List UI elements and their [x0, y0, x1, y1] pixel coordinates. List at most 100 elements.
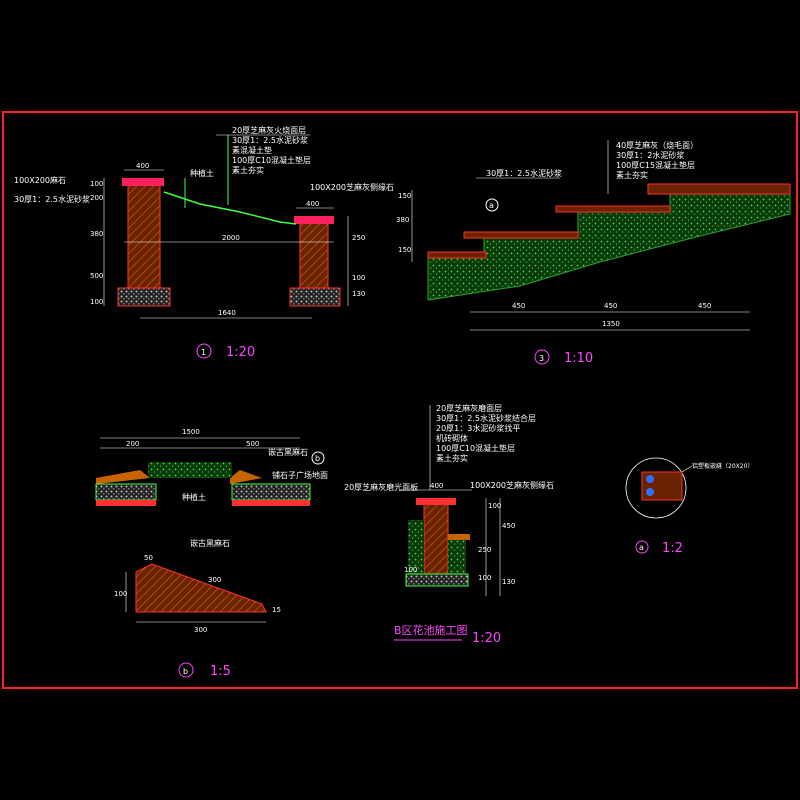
detail3-step-1: [427, 251, 487, 259]
detail-b-stone: [135, 563, 267, 613]
detail-main-scale: 1:20: [472, 631, 501, 646]
detail1-left-wall: [127, 183, 161, 289]
detail-main-edge: [448, 534, 470, 540]
detail-mid-label-1: 铺石子广场地面: [272, 470, 328, 480]
detail1-plant-label: 种植土: [190, 168, 214, 178]
detail-mid-base-right: [232, 500, 310, 506]
detail-mid-label-0: 嵌古黑麻石: [268, 447, 308, 457]
detail-b-dim-bottom: 300: [194, 626, 207, 634]
detail-main-left-label: 20厚芝麻灰磨光面板: [344, 482, 418, 492]
detail-main-dim-r4: 100: [478, 574, 491, 582]
detail3-note-2: 100厚C15混凝土垫层: [616, 160, 695, 170]
detail1-note-0: 20厚芝麻灰火烧面层: [232, 125, 306, 135]
detail-main-note-5: 素土夯实: [436, 453, 468, 463]
detail-b-scale: 1:5: [210, 664, 231, 679]
detail3-step-4: [647, 183, 791, 195]
detail3-number: 3: [539, 354, 544, 363]
detail3-number-circle: [534, 349, 550, 365]
detail-a-number-circle: [635, 540, 649, 554]
detail-main-dim-r5: 130: [502, 578, 515, 586]
detail1-right-cap: [294, 216, 334, 224]
detail1-left-cap: [122, 178, 164, 186]
detail3-dim-total: 1350: [602, 320, 620, 328]
detail1-dim-l2: 200: [90, 194, 103, 202]
detail1-note-3: 100厚C10混凝土垫层: [232, 155, 311, 165]
detail-mid-left-pavement: [95, 483, 157, 501]
detail1-dim-l3: 380: [90, 230, 103, 238]
detail1-right-base: [289, 287, 341, 307]
detail-main-dim-bottom: 100: [404, 566, 417, 574]
detail-main-note-0: 20厚芝麻灰磨面层: [436, 403, 502, 413]
detail3-note-0: 40厚芝麻灰（烧毛面）: [616, 140, 698, 150]
detail1-left-base: [117, 287, 171, 307]
detail-b-dim-slope: 300: [208, 576, 221, 584]
detail3-step-3: [555, 205, 671, 213]
detail-main-note-3: 机砖砌体: [436, 433, 468, 443]
detail-b-number-circle: [178, 662, 194, 678]
detail3-dim-h3: 150: [398, 246, 411, 254]
detail1-dim-l4: 500: [90, 272, 103, 280]
detail-main-soil-left: [408, 520, 424, 574]
detail-mid-dim-total: 1500: [182, 428, 200, 436]
detail-main-base: [405, 573, 469, 587]
detail-a-circle: [625, 457, 687, 519]
detail-1: 400 400 2000 1640 100 200 380 500 100 25…: [14, 125, 394, 360]
detail-main: 400 100 250 450 100 130 100 20厚芝麻灰磨面层 30…: [344, 403, 554, 646]
detail-mid-left-slope: [96, 470, 150, 484]
detail-main-note-4: 100厚C10混凝土垫层: [436, 443, 515, 453]
detail-3: 150 380 150 450 450 450 1350 40厚芝麻灰（烧毛面）…: [396, 140, 791, 366]
detail-main-soil-right: [448, 538, 466, 574]
detail1-left-label-1: 30厚1：2.5水泥砂浆: [14, 194, 90, 204]
detail-main-dim-r3: 450: [502, 522, 515, 530]
detail3-marker-a: [485, 198, 499, 212]
detail3-step-2: [463, 231, 579, 239]
detail-b-label: 嵌古黑麻石: [190, 538, 230, 548]
detail3-note-3: 素土夯实: [616, 170, 648, 180]
detail3-dim-h1: 150: [398, 192, 411, 200]
detail-main-title: B区花池施工图: [394, 624, 468, 637]
detail1-dim-l5: 100: [90, 298, 103, 306]
detail1-dim-span: 2000: [222, 234, 240, 242]
detail-mid-marker-b: [311, 451, 325, 465]
detail-mid-base-left: [96, 500, 156, 506]
detail-main-cap: [416, 498, 456, 505]
detail-a: 铝塑板嵌缝（20X20） a 1:2: [625, 457, 753, 556]
detail-a-scale: 1:2: [662, 541, 683, 556]
detail1-dim-r2: 100: [352, 274, 365, 282]
detail-b-dim-height: 100: [114, 590, 127, 598]
detail-main-dim-top: 400: [430, 482, 443, 490]
detail-b-number: b: [183, 667, 188, 676]
detail1-right-wall: [299, 221, 329, 289]
detail-b-dim-edge: 15: [272, 606, 281, 614]
detail3-dim-w3: 450: [698, 302, 711, 310]
detail-main-right-label: 100X200芝麻灰侧缘石: [470, 480, 554, 490]
detail3-dim-h2: 380: [396, 216, 409, 224]
detail3-dim-w1: 450: [512, 302, 525, 310]
drawing-frame: [2, 111, 798, 689]
detail1-left-label-0: 100X200麻石: [14, 175, 66, 185]
detail-main-dim-r2: 250: [478, 546, 491, 554]
detail-a-label: 铝塑板嵌缝（20X20）: [692, 462, 753, 470]
detail-main-note-2: 20厚1：3水泥砂浆找平: [436, 423, 520, 433]
detail-mid: 1500 200 500 嵌古黑麻石 铺石子广场地面 种植土 b: [95, 428, 328, 506]
detail1-dim-bottom: 1640: [218, 309, 236, 317]
detail3-note-1: 30厚1：2水泥砂浆: [616, 150, 684, 160]
detail-mid-dim-right: 500: [246, 440, 259, 448]
detail-mid-label-2: 种植土: [182, 492, 206, 502]
detail3-dim-w2: 450: [604, 302, 617, 310]
detail1-number: 1: [201, 348, 206, 357]
detail3-scale: 1:10: [564, 351, 593, 366]
detail3-marker-a-label: a: [489, 201, 494, 210]
detail-a-number: a: [639, 543, 644, 552]
detail-main-wall: [423, 503, 449, 575]
detail1-dim-r1: 250: [352, 234, 365, 242]
detail1-plant-line: [163, 191, 297, 225]
detail-mid-planting: [148, 462, 232, 478]
detail-mid-right-pavement: [231, 483, 311, 501]
detail-main-note-1: 30厚1：2.5水泥砂浆结合层: [436, 413, 536, 423]
detail-main-dim-r1: 100: [488, 502, 501, 510]
detail1-number-circle: [196, 343, 212, 359]
detail1-right-label: 100X200芝麻灰侧缘石: [310, 182, 394, 192]
detail1-scale: 1:20: [226, 345, 255, 360]
